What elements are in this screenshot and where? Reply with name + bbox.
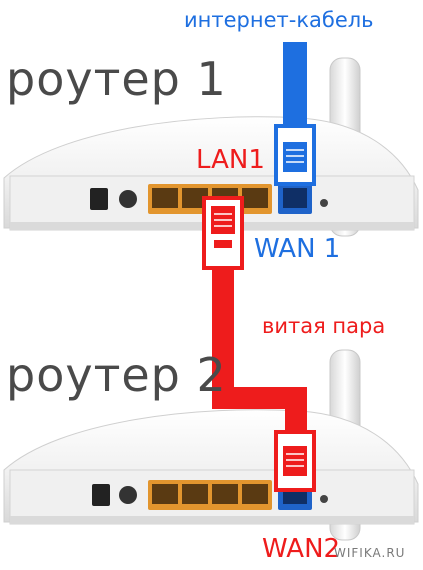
wan1-label: WAN 1	[254, 234, 341, 264]
router-1-wan-port	[278, 184, 312, 214]
router-1-power-button	[119, 190, 137, 208]
internet-cable-label: интернет-кабель	[184, 8, 374, 32]
router-2	[3, 349, 419, 541]
twisted-pair-label: витая пара	[262, 314, 386, 338]
router-1-title: роутер 1	[6, 52, 227, 106]
router-2-power-button	[119, 486, 137, 504]
watermark: WIFIKA.RU	[334, 546, 406, 560]
router-1-power-jack	[90, 188, 108, 210]
router-2-lan-ports	[148, 480, 272, 510]
router-2-reset-hole	[320, 495, 328, 503]
router-1-reset-hole	[320, 199, 328, 207]
internet-cable	[274, 42, 316, 186]
router-2-title: роутер 2	[6, 348, 227, 402]
lan1-label: LAN1	[196, 145, 265, 175]
twisted-pair-cable	[202, 196, 316, 492]
router-2-power-jack	[92, 484, 110, 506]
wan2-label: WAN2	[262, 534, 341, 564]
